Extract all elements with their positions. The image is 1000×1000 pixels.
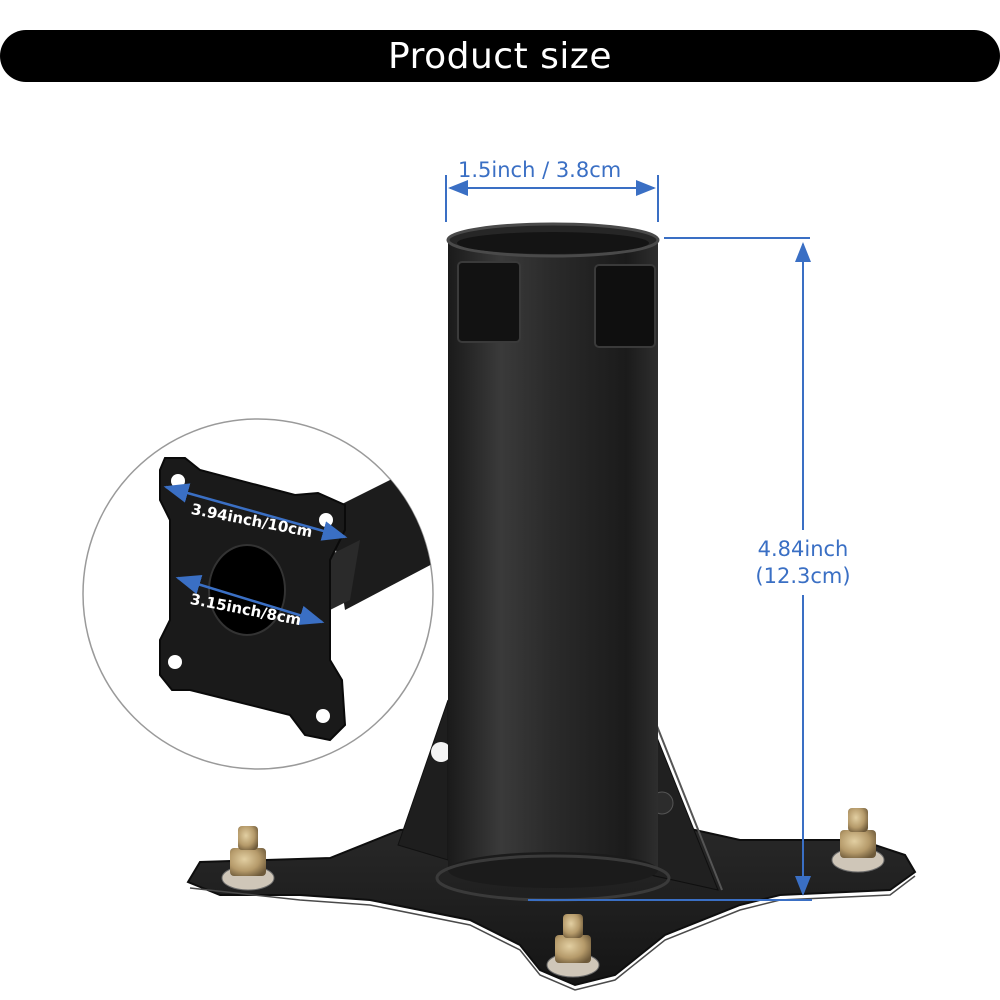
tube-diameter-label: 1.5inch / 3.8cm xyxy=(458,158,622,182)
page-title: Product size xyxy=(388,35,612,77)
tube xyxy=(435,222,671,902)
inset-closeup xyxy=(82,418,434,770)
tube-cutout-right xyxy=(594,264,656,348)
title-banner: Product size xyxy=(0,30,1000,82)
left-gusset xyxy=(397,699,449,861)
height-dimension xyxy=(528,237,812,901)
height-label: 4.84inch (12.3cm) xyxy=(748,536,858,590)
bolt-right xyxy=(831,808,885,873)
height-inch-label: 4.84inch xyxy=(757,537,849,561)
bolt-left xyxy=(221,826,275,891)
height-cm-label: (12.3cm) xyxy=(755,564,851,588)
gusset-hole-left xyxy=(431,742,451,762)
tube-cutout-left xyxy=(457,261,521,343)
width-dimension xyxy=(445,175,659,222)
bolt-front xyxy=(546,914,600,978)
